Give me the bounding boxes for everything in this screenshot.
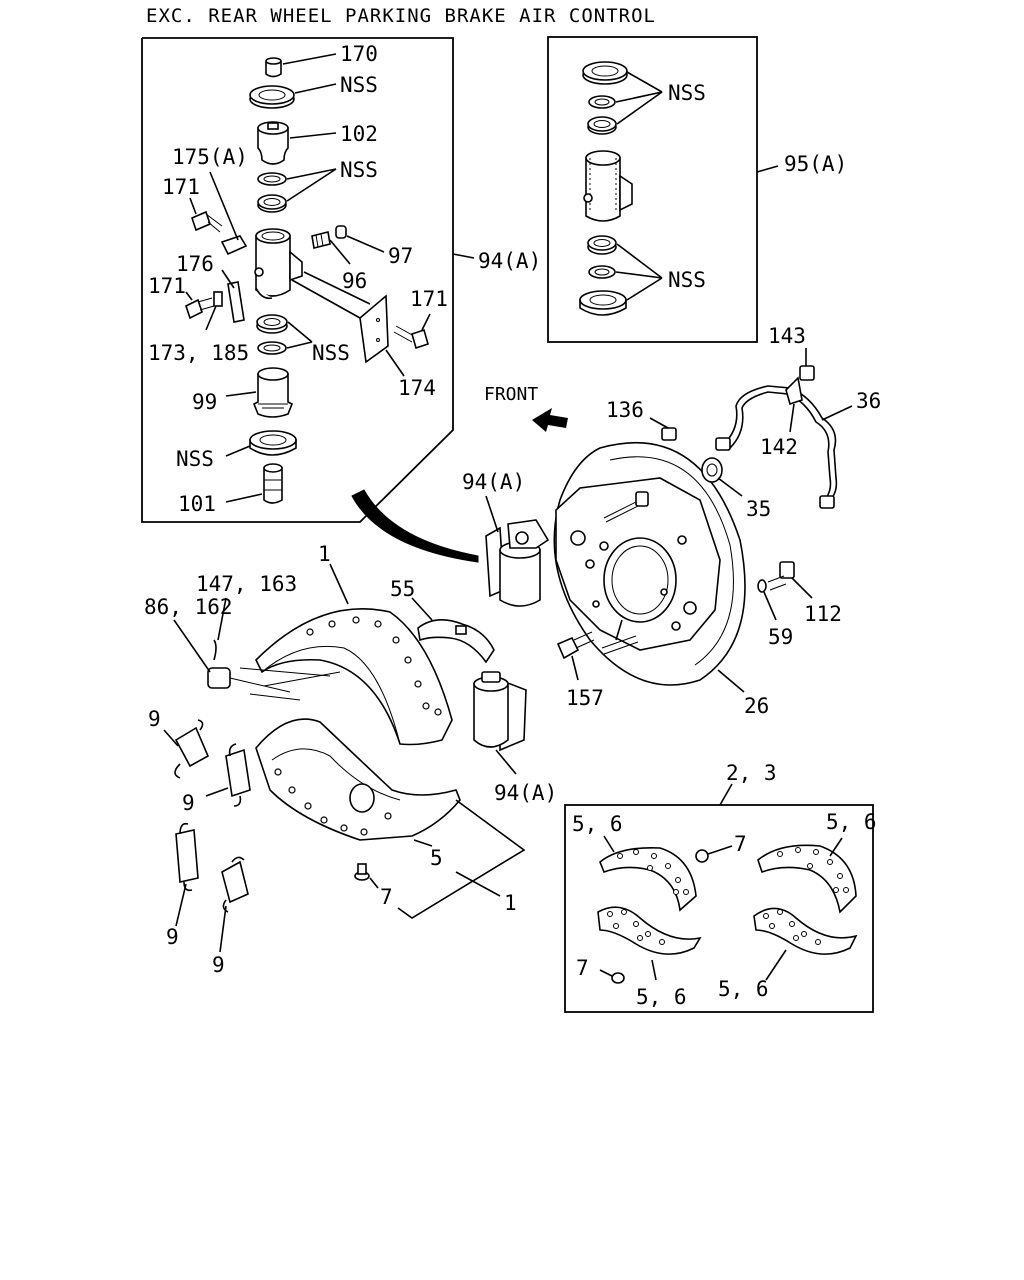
wheel-cylinder-upper xyxy=(485,495,550,607)
label-170: 170 xyxy=(340,42,378,66)
part-170-cap xyxy=(265,53,337,78)
label-1-top: 1 xyxy=(318,542,331,566)
nss-rings-upper xyxy=(257,168,337,213)
label-157: 157 xyxy=(566,686,604,710)
label-99: 99 xyxy=(192,390,217,414)
label-97: 97 xyxy=(388,244,413,268)
diagram-title: EXC. REAR WHEEL PARKING BRAKE AIR CONTRO… xyxy=(146,5,656,27)
label-26: 26 xyxy=(744,694,769,718)
brake-shoe-lower xyxy=(255,718,461,841)
label-9-c: 9 xyxy=(166,925,179,949)
wheel-cylinder-lower xyxy=(473,671,527,775)
part-171-bolt-right xyxy=(393,313,431,350)
label-173-185: 173, 185 xyxy=(148,341,249,365)
label-nss-d: NSS xyxy=(176,447,214,471)
label-95a: 95(A) xyxy=(784,152,847,176)
part-99-piston xyxy=(225,367,294,418)
label-5: 5 xyxy=(430,846,443,870)
front-arrow xyxy=(532,408,568,432)
part-35-grommet xyxy=(701,457,743,497)
label-5-6-a: 5, 6 xyxy=(572,812,623,836)
label-nss-a: NSS xyxy=(340,73,378,97)
label-9-d: 9 xyxy=(212,953,225,977)
label-nss-e: NSS xyxy=(668,81,706,105)
label-nss-f: NSS xyxy=(668,268,706,292)
label-7-c: 7 xyxy=(576,956,589,980)
part-36-pipe xyxy=(715,385,853,509)
label-7-b: 7 xyxy=(734,832,747,856)
part-7-rivet xyxy=(354,863,379,889)
front-label: FRONT xyxy=(484,384,538,405)
part-171-bolt-upper xyxy=(189,197,223,233)
label-94a-low: 94(A) xyxy=(494,781,557,805)
nss-seal-top xyxy=(249,83,337,109)
label-nss-b: NSS xyxy=(340,158,378,182)
part-175a-bracket xyxy=(209,171,248,256)
part-143-bolt xyxy=(785,348,815,433)
exploded-box-94a xyxy=(141,37,475,523)
part-96-fitting xyxy=(311,231,351,265)
label-9-a: 9 xyxy=(148,707,161,731)
exploded-box-2-3 xyxy=(564,783,874,1013)
label-55: 55 xyxy=(390,577,415,601)
callout-arrow xyxy=(351,489,479,563)
backing-plate-assembly xyxy=(553,441,746,693)
brake-shoe-upper xyxy=(249,608,453,746)
part-171-bolt-left xyxy=(185,291,215,320)
label-94a-box: 94(A) xyxy=(478,249,541,273)
part-59-washer xyxy=(757,579,777,621)
exploded-box-95a xyxy=(547,36,779,343)
label-174: 174 xyxy=(398,376,436,400)
callout-labels: 170 NSS 102 175(A) NSS 171 97 176 96 94(… xyxy=(144,42,881,1009)
label-86-162: 86, 162 xyxy=(144,595,233,619)
part-101-pin xyxy=(225,463,283,504)
part-86-162-nut xyxy=(173,619,331,693)
bracket-5-1 xyxy=(397,799,526,919)
springs-9 xyxy=(163,719,251,953)
nss-rings-lower xyxy=(256,314,313,355)
part-55-link xyxy=(411,597,495,664)
label-94a-mid: 94(A) xyxy=(462,470,525,494)
part-174-shield xyxy=(359,294,405,377)
label-35: 35 xyxy=(746,497,771,521)
label-175a: 175(A) xyxy=(172,145,248,169)
part-176-plate xyxy=(221,269,245,323)
part-147-163-pin xyxy=(213,597,227,661)
nss-seal-bottom xyxy=(225,430,297,457)
label-1-bot: 1 xyxy=(504,891,517,915)
label-nss-c: NSS xyxy=(312,341,350,365)
part-97-cap xyxy=(335,225,385,253)
label-171-b: 171 xyxy=(148,274,186,298)
part-136-plug xyxy=(649,417,677,441)
label-142: 142 xyxy=(760,435,798,459)
label-101: 101 xyxy=(178,492,216,516)
label-9-b: 9 xyxy=(182,791,195,815)
label-171-c: 171 xyxy=(410,287,448,311)
label-102: 102 xyxy=(340,122,378,146)
label-112: 112 xyxy=(804,602,842,626)
label-5-6-c: 5, 6 xyxy=(636,985,687,1009)
part-173-185-washer xyxy=(205,291,223,331)
label-143: 143 xyxy=(768,324,806,348)
label-7-a: 7 xyxy=(380,885,393,909)
part-102-plug xyxy=(257,121,337,165)
label-176: 176 xyxy=(176,252,214,276)
valve-body xyxy=(254,228,371,319)
label-5-6-d: 5, 6 xyxy=(718,977,769,1001)
part-157-bolt xyxy=(556,631,595,681)
label-36: 36 xyxy=(856,389,881,413)
label-147-163: 147, 163 xyxy=(196,572,297,596)
label-136: 136 xyxy=(606,398,644,422)
label-5-6-b: 5, 6 xyxy=(826,810,877,834)
label-59: 59 xyxy=(768,625,793,649)
label-96: 96 xyxy=(342,269,367,293)
part-112-bolt xyxy=(767,561,813,599)
label-171-a: 171 xyxy=(162,175,200,199)
label-2-3: 2, 3 xyxy=(726,761,777,785)
